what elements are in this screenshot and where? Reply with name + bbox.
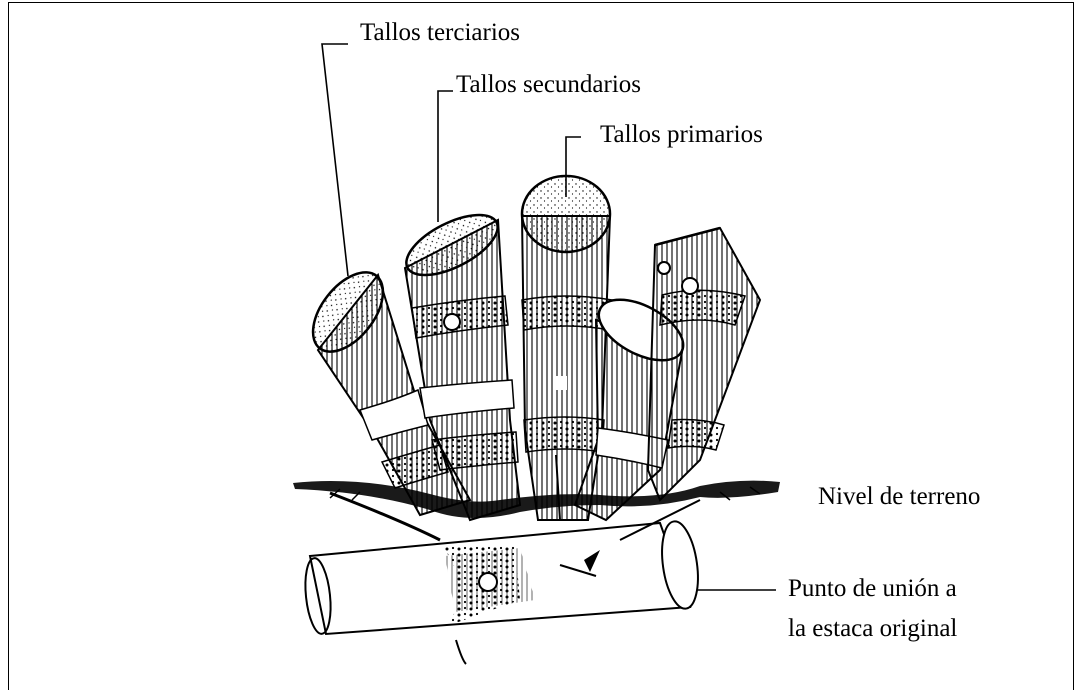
label-tertiary-stalks: Tallos terciarios [360,18,520,48]
label-junction-line2: la estaca original [788,614,957,644]
label-ground-level: Nivel de terreno [818,482,980,512]
label-primary-stalks: Tallos primarios [600,120,763,150]
label-junction-line1: Punto de unión a [788,574,957,604]
label-secondary-stalks: Tallos secundarios [456,70,641,100]
original-cutting [302,519,703,664]
tertiary-leader [322,44,348,276]
stalk-far-right [648,228,760,500]
secondary-leader [438,91,453,222]
